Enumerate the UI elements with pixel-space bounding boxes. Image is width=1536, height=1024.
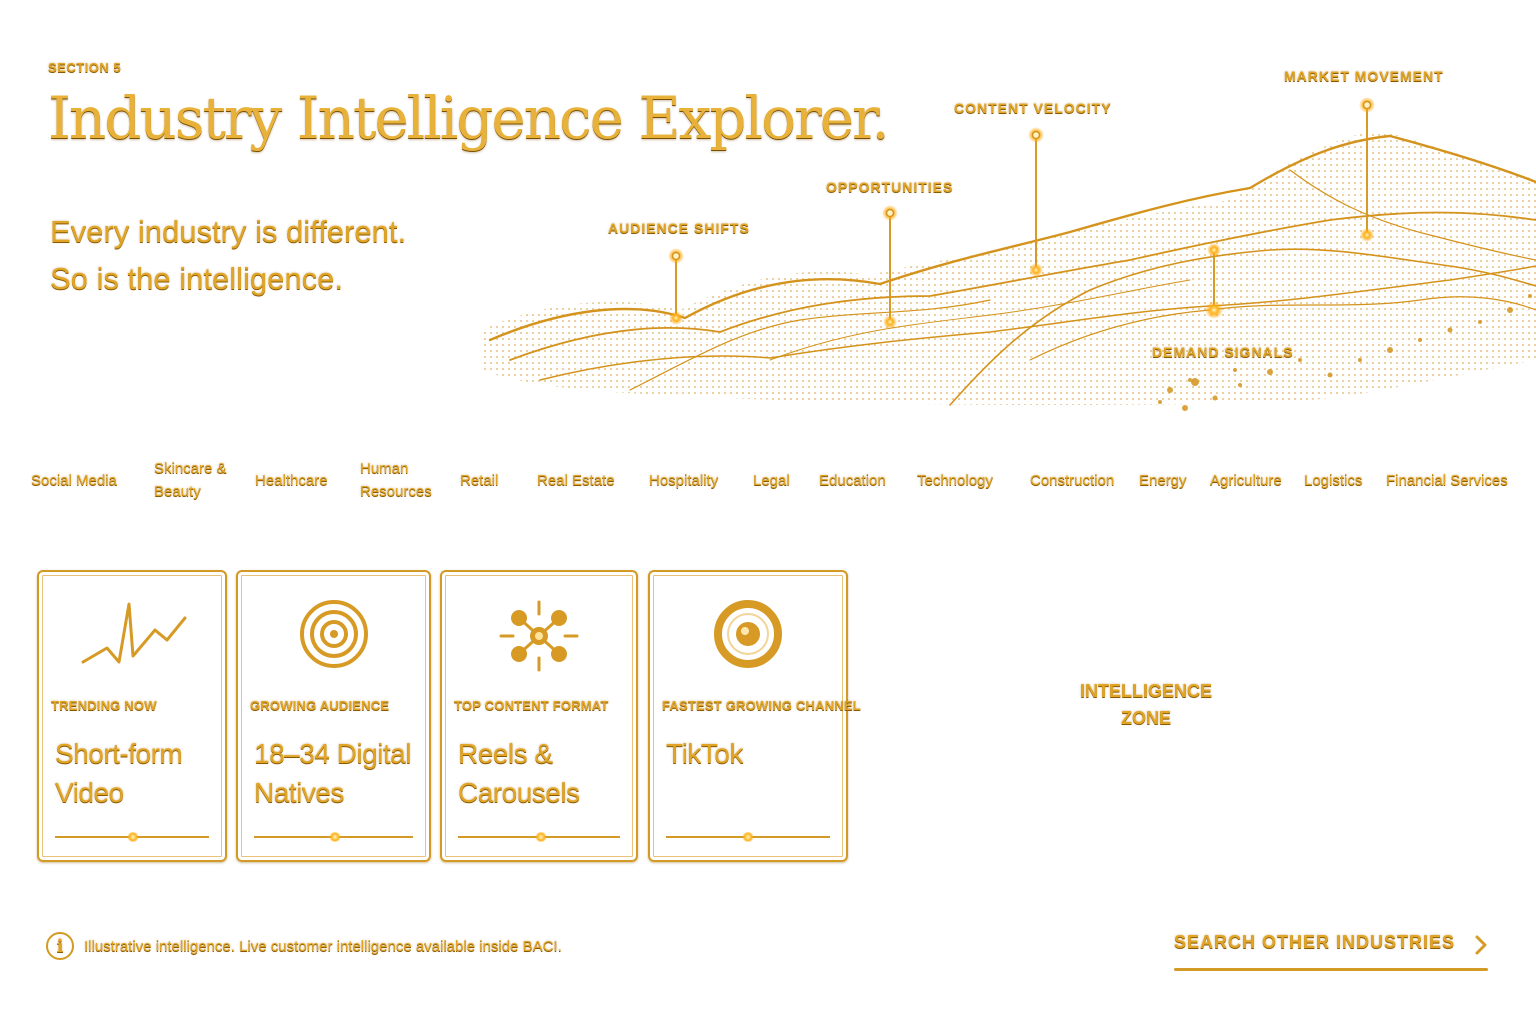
trend-line-icon xyxy=(39,600,225,680)
search-other-industries-link[interactable]: SEARCH OTHER INDUSTRIES xyxy=(1174,932,1488,972)
tagline-line-2: So is the intelligence. xyxy=(50,261,343,296)
ring-dot-icon xyxy=(650,600,846,680)
marker-label-demand-signals: DEMAND SIGNALS xyxy=(1152,344,1294,360)
card-value: 18–34 Digital Natives xyxy=(254,738,411,808)
card-label: GROWING AUDIENCE xyxy=(250,698,390,713)
card-glow-dot xyxy=(127,832,139,842)
card-glow-dot xyxy=(535,832,547,842)
intelligence-zone-label: INTELLIGENCE ZONE xyxy=(1079,681,1212,728)
card-value: Short-form Video xyxy=(55,738,183,808)
industry-agriculture[interactable]: Agriculture xyxy=(1210,471,1282,489)
industry-education[interactable]: Education xyxy=(819,471,886,489)
industry-retail[interactable]: Retail xyxy=(460,471,499,489)
industry-legal[interactable]: Legal xyxy=(753,471,790,489)
card-label: TOP CONTENT FORMAT xyxy=(454,698,609,713)
industry-technology[interactable]: Technology xyxy=(917,471,993,489)
industry-real-estate[interactable]: Real Estate xyxy=(537,471,615,489)
card-glow-dot xyxy=(329,832,341,842)
card-glow-dot xyxy=(742,832,754,842)
tagline-line-1: Every industry is different. xyxy=(50,214,407,249)
industry-construction[interactable]: Construction xyxy=(1030,471,1115,489)
disclaimer-text: Illustrative intelligence. Live customer… xyxy=(84,937,562,955)
card-label: TRENDING NOW xyxy=(51,698,157,713)
insight-card-fastest-growing-channel[interactable]: FASTEST GROWING CHANNEL TikTok xyxy=(648,570,861,862)
industry-hospitality[interactable]: Hospitality xyxy=(649,471,719,489)
search-link-label: SEARCH OTHER INDUSTRIES xyxy=(1174,932,1456,952)
industry-human-resources[interactable]: Human Resources xyxy=(360,460,432,500)
industry-social-media[interactable]: Social Media xyxy=(31,471,117,489)
card-value: Reels & Carousels xyxy=(458,738,580,808)
marker-label-opportunities: OPPORTUNITIES xyxy=(826,179,954,195)
card-value: TikTok xyxy=(666,738,743,769)
info-icon: i xyxy=(46,932,74,960)
disclaimer: i Illustrative intelligence. Live custom… xyxy=(46,932,562,960)
card-label: FASTEST GROWING CHANNEL xyxy=(662,698,861,713)
section-label: SECTION 5 xyxy=(48,60,122,75)
search-link-underline xyxy=(1174,968,1488,971)
insight-card-growing-audience[interactable]: GROWING AUDIENCE 18–34 Digital Natives xyxy=(236,570,431,862)
network-nodes-icon xyxy=(442,600,636,680)
industry-energy[interactable]: Energy xyxy=(1139,471,1187,489)
industry-skincare-beauty[interactable]: Skincare & Beauty xyxy=(154,460,227,500)
marker-label-market-movement: MARKET MOVEMENT xyxy=(1284,68,1444,84)
target-icon xyxy=(238,600,429,680)
insight-card-trending-now[interactable]: TRENDING NOW Short-form Video xyxy=(37,570,227,862)
intelligence-landscape xyxy=(480,97,1536,411)
marker-label-content-velocity: CONTENT VELOCITY xyxy=(954,100,1112,116)
tagline: Every industry is different. So is the i… xyxy=(50,208,406,302)
industry-logistics[interactable]: Logistics xyxy=(1304,471,1363,489)
page-title: Industry Intelligence Explorer. xyxy=(48,84,890,152)
industry-nav: Social Media Skincare & Beauty Healthcar… xyxy=(0,450,1536,510)
industry-healthcare[interactable]: Healthcare xyxy=(255,471,328,489)
marker-label-audience-shifts: AUDIENCE SHIFTS xyxy=(608,220,750,236)
insight-card-top-content-format[interactable]: TOP CONTENT FORMAT Reels & Carousels xyxy=(440,570,638,862)
industry-financial-services[interactable]: Financial Services xyxy=(1386,471,1508,489)
chevron-right-icon xyxy=(1475,935,1487,955)
